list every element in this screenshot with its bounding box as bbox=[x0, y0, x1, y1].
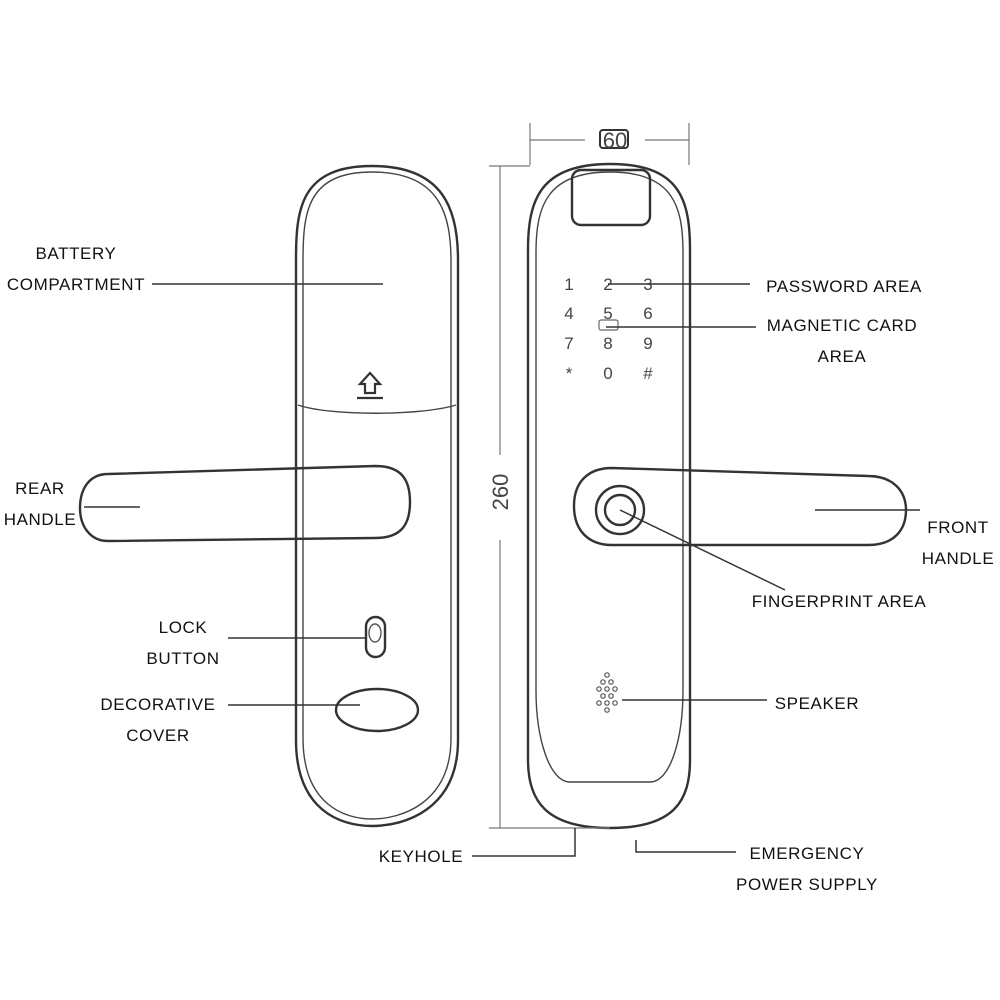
dimension-height: 260 bbox=[488, 165, 610, 829]
fingerprint-sensor-inner bbox=[603, 493, 637, 527]
key-hash: # bbox=[643, 364, 653, 383]
key-4: 4 bbox=[564, 304, 573, 323]
label-battery-line1: BATTERY bbox=[35, 244, 116, 263]
label-speaker: SPEAKER bbox=[775, 694, 860, 713]
label-emergency-line2: POWER SUPPLY bbox=[736, 875, 878, 894]
rear-handle bbox=[78, 464, 412, 543]
rear-panel bbox=[78, 164, 460, 828]
label-deco-line1: DECORATIVE bbox=[100, 695, 215, 714]
key-1: 1 bbox=[564, 275, 573, 294]
label-deco-line2: COVER bbox=[126, 726, 189, 745]
key-star: * bbox=[566, 364, 573, 383]
top-sensor-window bbox=[570, 168, 652, 227]
front-handle bbox=[572, 466, 908, 547]
key-5: 5 bbox=[603, 304, 612, 323]
arrow-up-icon bbox=[357, 371, 383, 400]
label-magcard-line1: MAGNETIC CARD bbox=[767, 316, 917, 335]
label-lock-line1: LOCK bbox=[159, 618, 208, 637]
key-9: 9 bbox=[643, 334, 652, 353]
label-rear-line1: REAR bbox=[15, 479, 65, 498]
decorative-cover bbox=[334, 687, 420, 733]
fingerprint-sensor-outer bbox=[594, 484, 646, 536]
speaker-grille-icon bbox=[596, 672, 618, 713]
key-8: 8 bbox=[603, 334, 612, 353]
label-fingerprint: FINGERPRINT AREA bbox=[752, 592, 927, 611]
front-panel-outline bbox=[526, 162, 692, 830]
key-0: 0 bbox=[603, 364, 612, 383]
dimension-height-value: 260 bbox=[488, 474, 513, 511]
lock-button-knob bbox=[368, 623, 382, 643]
label-magcard-line2: AREA bbox=[818, 347, 867, 366]
front-panel: 1 2 3 4 5 6 7 8 9 * 0 # bbox=[526, 129, 908, 830]
lock-button bbox=[364, 615, 387, 659]
rear-panel-inner bbox=[302, 171, 452, 820]
battery-cover-seam bbox=[297, 404, 457, 414]
front-panel-face bbox=[535, 171, 684, 783]
label-lock-line2: BUTTON bbox=[146, 649, 219, 668]
label-password: PASSWORD AREA bbox=[766, 277, 922, 296]
label-front-line2: HANDLE bbox=[922, 549, 995, 568]
labels: BATTERY COMPARTMENT REAR HANDLE LOCK BUT… bbox=[4, 244, 995, 894]
label-front-line1: FRONT bbox=[927, 518, 989, 537]
label-battery-line2: COMPARTMENT bbox=[7, 275, 145, 294]
dimension-width: 60 bbox=[529, 123, 690, 165]
label-rear-line2: HANDLE bbox=[4, 510, 77, 529]
key-6: 6 bbox=[643, 304, 652, 323]
label-keyhole: KEYHOLE bbox=[379, 847, 464, 866]
dimension-width-value: 60 bbox=[603, 128, 627, 153]
key-7: 7 bbox=[564, 334, 573, 353]
label-emergency-line1: EMERGENCY bbox=[750, 844, 865, 863]
leader-lines bbox=[84, 283, 920, 857]
card-reader-icon bbox=[598, 319, 619, 331]
top-sensor-cap bbox=[599, 129, 629, 149]
rear-panel-outline bbox=[294, 164, 460, 828]
